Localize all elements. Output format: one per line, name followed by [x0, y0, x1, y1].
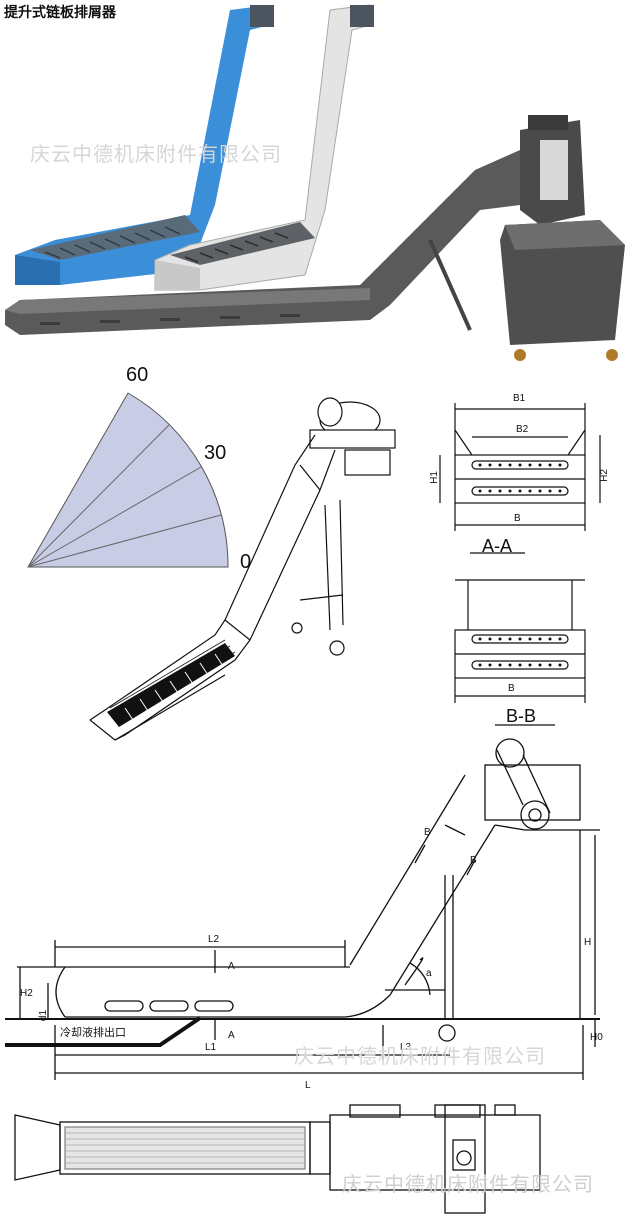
watermark-middle: 庆云中德机床附件有限公司 [294, 1044, 546, 1068]
side-label-l3: L3 [400, 1042, 412, 1053]
aa-label-b2: B2 [516, 424, 529, 435]
product-photo [5, 4, 625, 361]
side-label-d1: d1 [38, 1009, 50, 1022]
blue-conveyor [15, 5, 274, 285]
side-label-a-upper: A [228, 961, 235, 972]
angle-fan-diagram [27, 392, 229, 568]
coolant-outlet-label: 冷却液排出口 [60, 1027, 126, 1039]
section-aa-title: A-A [482, 536, 513, 556]
aa-label-h1: H1 [428, 471, 440, 484]
dark-conveyor [5, 115, 625, 361]
aa-label-b: B [514, 513, 521, 524]
angle-label-0: 0 [240, 551, 252, 573]
angle-label-60: 60 [126, 364, 149, 386]
side-label-b-lower: B [470, 855, 477, 866]
side-label-a-lower: A [228, 1030, 235, 1041]
side-label-h: H [584, 937, 592, 948]
side-label-h0: H0 [590, 1032, 603, 1043]
side-label-b-upper: B [424, 827, 431, 838]
grey-conveyor [154, 4, 374, 291]
bb-label-b: B [508, 683, 515, 694]
aa-label-h2: H2 [598, 469, 610, 482]
section-bb-title: B-B [506, 706, 537, 726]
angle-label-30: 30 [204, 442, 227, 464]
aa-label-b1: B1 [513, 393, 526, 404]
watermark-bottom: 庆云中德机床附件有限公司 [342, 1172, 594, 1196]
plan-view-drawing [14, 1104, 541, 1214]
side-label-angle: a [426, 968, 432, 979]
section-aa-drawing [439, 403, 601, 554]
isometric-line-drawing [89, 397, 396, 741]
watermark-top: 庆云中德机床附件有限公司 [30, 142, 282, 166]
side-label-l1: L1 [205, 1042, 217, 1053]
page-title: 提升式链板排屑器 [4, 5, 116, 21]
side-elevation-drawing [5, 738, 600, 1080]
section-bb-drawing [454, 579, 586, 726]
side-label-l2: L2 [208, 934, 220, 945]
side-label-l: L [305, 1080, 311, 1091]
side-label-h2: H2 [20, 988, 33, 999]
